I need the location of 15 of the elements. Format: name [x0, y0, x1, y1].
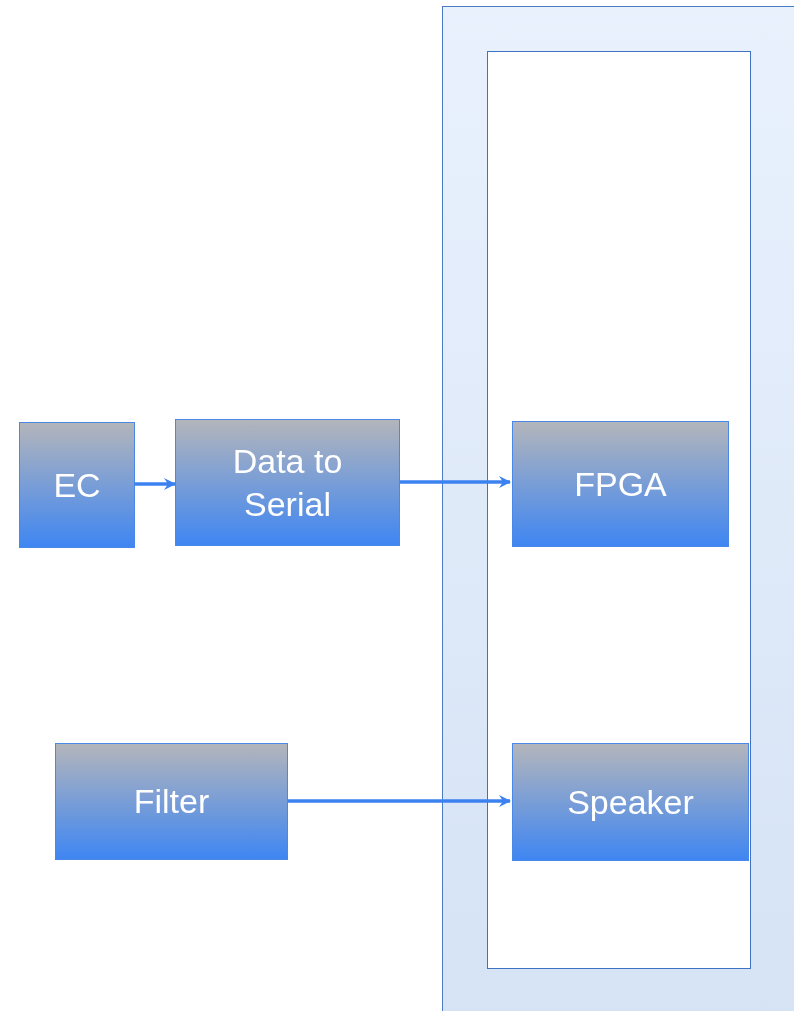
box-label: Data to Serial [231, 441, 344, 525]
process-box [175, 419, 400, 546]
arrow [288, 795, 511, 807]
box-label: FPGA [574, 463, 667, 505]
box-label: Filter [133, 781, 210, 823]
box-label: Speaker [567, 781, 694, 823]
container-band [442, 6, 794, 1011]
process-box [512, 743, 749, 861]
inner-container-box [487, 51, 751, 969]
arrow [400, 476, 511, 488]
process-box [19, 422, 135, 548]
process-box [512, 421, 729, 547]
arrow [135, 478, 176, 490]
box-label: EC [53, 464, 101, 506]
process-box [55, 743, 288, 860]
